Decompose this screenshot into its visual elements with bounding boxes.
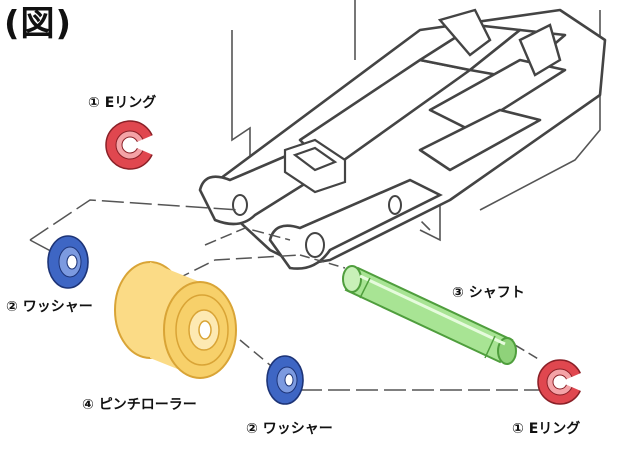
pinch-roller-icon [114, 261, 237, 379]
bracket-frame [203, 8, 607, 267]
shaft-icon [342, 265, 517, 365]
e-ring-top-icon [105, 120, 160, 170]
figure-title: (図) [4, 4, 73, 44]
label-washer-left: ② ワッシャー [6, 299, 93, 315]
e-ring-bottom-icon [537, 359, 588, 405]
label-pinch-roller: ④ ピンチローラー [82, 397, 197, 413]
washer-left-icon [47, 235, 89, 289]
bracket-box [283, 138, 347, 194]
bracket-tabs [437, 8, 562, 77]
pivot-holes [232, 194, 402, 258]
label-shaft: ③ シャフト [452, 285, 525, 301]
washer-bottom-icon [266, 355, 304, 405]
label-washer-bottom: ② ワッシャー [246, 421, 333, 437]
label-e-ring-top: ① Eリング [88, 95, 157, 111]
label-e-ring-bottom: ① Eリング [512, 421, 581, 437]
